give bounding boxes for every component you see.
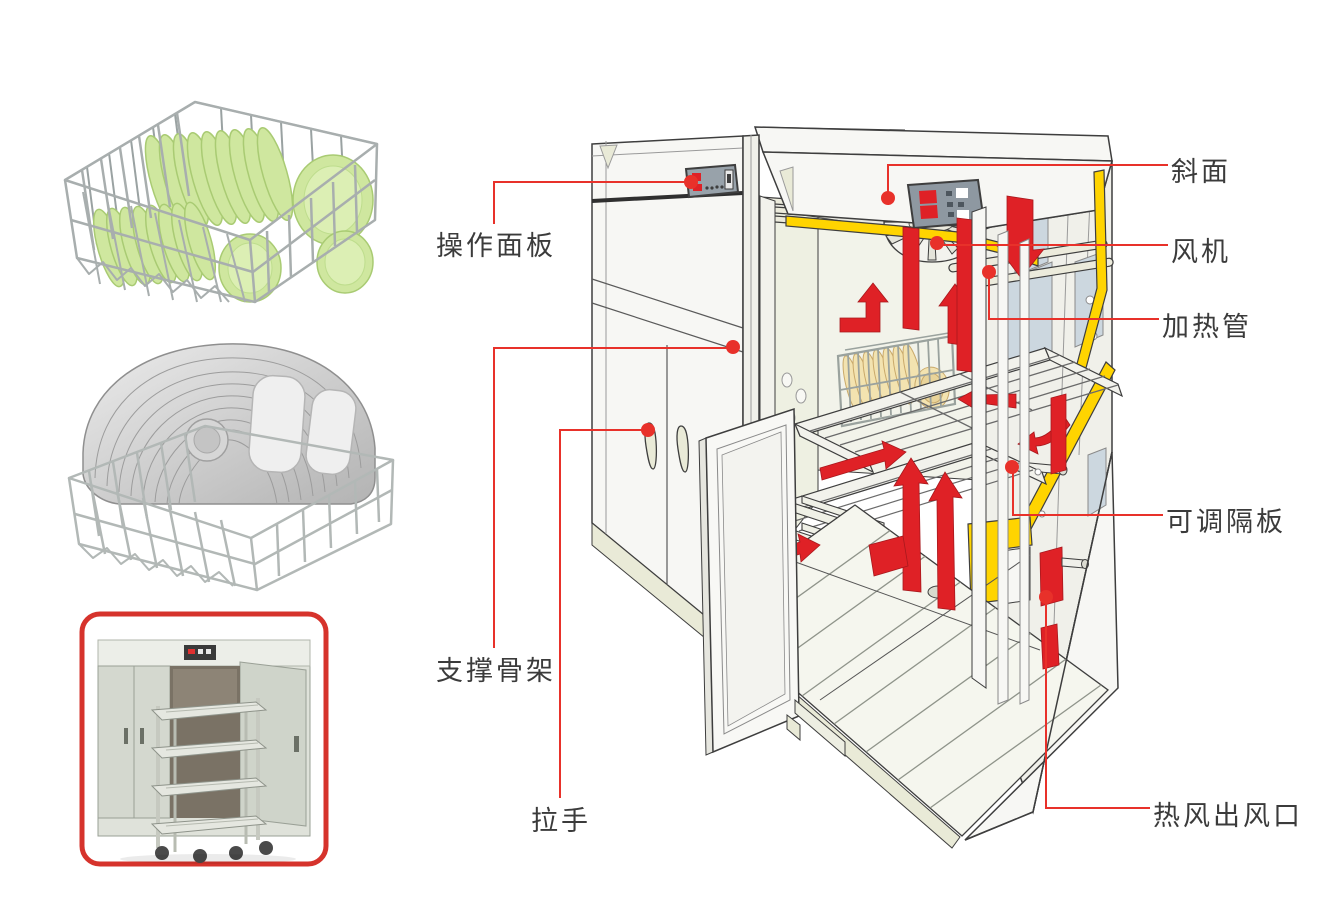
basket-front-wires xyxy=(63,100,379,304)
label-control-panel: 操作面板 xyxy=(436,231,556,261)
side-slat-2 xyxy=(1019,238,1030,705)
leader-heating-tube xyxy=(988,274,1159,320)
label-fan: 风机 xyxy=(1171,237,1231,267)
photo-cabinet xyxy=(79,611,329,867)
label-support-frame: 支撑骨架 xyxy=(436,656,556,686)
steel-tray-stack xyxy=(82,343,376,505)
leader-hot-air-outlet xyxy=(1045,599,1150,809)
display-panel xyxy=(906,178,986,230)
opening-right-post xyxy=(971,206,987,689)
photo-basket-green-plates xyxy=(63,100,379,304)
leader-lines xyxy=(493,164,1168,809)
green-plates xyxy=(92,126,374,303)
photo-basket-steel-trays xyxy=(67,343,395,592)
side-slat-1 xyxy=(997,230,1009,705)
leader-support-frame xyxy=(493,347,731,648)
rod-end xyxy=(1061,557,1085,569)
leader-slope xyxy=(887,164,1168,196)
leader-dots xyxy=(641,175,1053,604)
label-heating-tube: 加热管 xyxy=(1162,312,1252,342)
leader-control-panel xyxy=(493,181,689,224)
shelf-trolley xyxy=(150,698,273,863)
label-slope: 斜面 xyxy=(1171,157,1231,187)
label-handle: 拉手 xyxy=(531,806,591,836)
open-door xyxy=(698,407,846,758)
blue-recess-lower-right xyxy=(1087,447,1107,517)
cabinet-body xyxy=(97,639,311,864)
basket-wires xyxy=(67,424,395,592)
leader-handle xyxy=(559,429,646,798)
airflow-arrows xyxy=(754,195,1071,670)
leader-adjustable-shelf xyxy=(1012,469,1163,516)
hot-air-outlet-vent xyxy=(1040,623,1060,670)
label-hot-air-outlet: 热风出风口 xyxy=(1153,801,1303,831)
label-adjustable-shelf: 可调隔板 xyxy=(1166,507,1286,537)
slope-face xyxy=(761,151,1113,230)
